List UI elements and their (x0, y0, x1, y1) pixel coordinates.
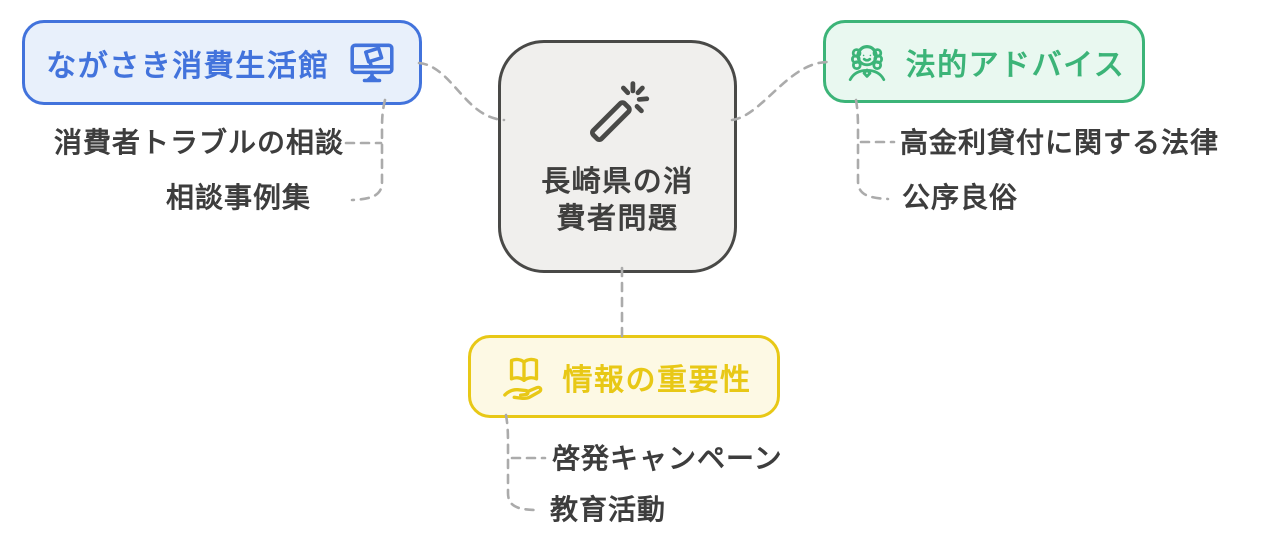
central-topic-label: 長崎県の消 費者問題 (541, 164, 694, 238)
node-legal-advice-label: 法的アドバイス (905, 48, 1126, 82)
node-nagasaki-hall-label: ながさき消費生活館 (46, 49, 330, 83)
connector-left-to-center (417, 61, 506, 122)
monitor-megaphone-icon (346, 38, 398, 88)
child-item-education-activities[interactable]: 教育活動 (550, 494, 667, 525)
connector-bottom-branch (504, 413, 540, 512)
child-item-awareness-campaign[interactable]: 啓発キャンペーン (552, 443, 783, 474)
connector-right-branch (854, 98, 890, 201)
node-legal-advice[interactable]: 法的アドバイス (823, 20, 1145, 103)
node-central-topic[interactable]: 長崎県の消 費者問題 (498, 40, 737, 273)
child-item-high-interest-lending-law[interactable]: 高金利貸付に関する法律 (900, 127, 1220, 158)
magic-wand-icon (580, 76, 656, 152)
child-item-consultation-case-collection[interactable]: 相談事例集 (165, 182, 311, 213)
node-nagasaki-hall[interactable]: ながさき消費生活館 (22, 20, 422, 105)
book-in-hand-icon (497, 352, 551, 402)
judge-icon (843, 38, 891, 86)
child-item-consumer-trouble-consultation[interactable]: 消費者トラブルの相談 (53, 127, 344, 158)
connector-left-branch (350, 98, 387, 202)
connector-center-to-right (730, 60, 829, 122)
child-item-public-order-morals[interactable]: 公序良俗 (902, 182, 1019, 213)
central-topic-line1: 長崎県の消 (541, 165, 694, 198)
node-info-importance-label: 情報の重要性 (562, 363, 752, 397)
central-topic-line2: 費者問題 (556, 202, 679, 235)
node-info-importance[interactable]: 情報の重要性 (468, 335, 780, 418)
